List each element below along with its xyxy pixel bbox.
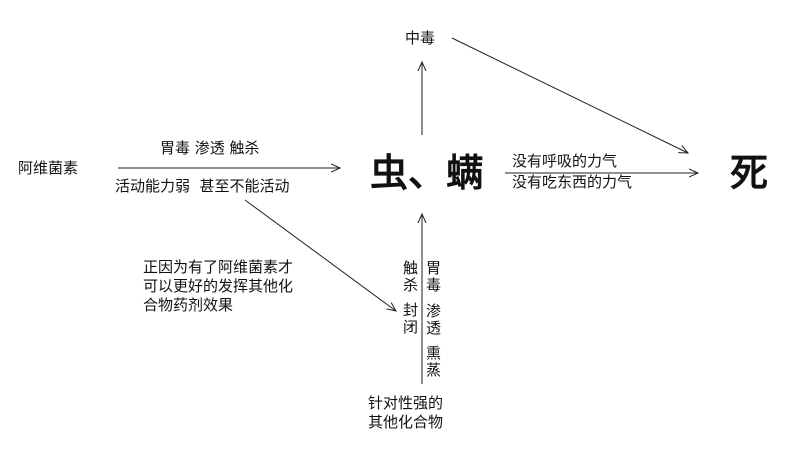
- label-effect-bottom: 活动能力弱 甚至不能活动: [115, 177, 290, 195]
- node-death: 死: [730, 151, 769, 195]
- node-poison: 中毒: [405, 29, 436, 47]
- vertical-label-fumigate: 熏蒸: [425, 344, 441, 379]
- node-pest: 虫、螨: [370, 151, 485, 195]
- note-line-3: 合物药剂效果: [143, 296, 234, 314]
- label-no-eat: 没有吃东西的力气: [512, 173, 633, 191]
- vertical-label-contact: 触杀: [402, 259, 418, 294]
- vertical-label-seal: 封闭: [402, 301, 418, 336]
- node-avermectin: 阿维菌素: [18, 159, 79, 177]
- label-no-breath: 没有呼吸的力气: [512, 152, 618, 170]
- node-compounds-line-2: 其他化合物: [368, 413, 444, 431]
- arrow-poison-to-death: [451, 37, 688, 153]
- note-line-2: 可以更好的发挥其他化: [143, 277, 294, 295]
- arrow-note-diagonal: [244, 199, 396, 311]
- vertical-label-stomach: 胃毒: [425, 259, 441, 294]
- label-modes-top: 胃毒 渗透 触杀: [160, 139, 260, 157]
- note-line-1: 正因为有了阿维菌素才: [143, 258, 294, 276]
- node-compounds-line-1: 针对性强的: [368, 394, 444, 412]
- vertical-label-penetrate: 渗透: [425, 302, 441, 337]
